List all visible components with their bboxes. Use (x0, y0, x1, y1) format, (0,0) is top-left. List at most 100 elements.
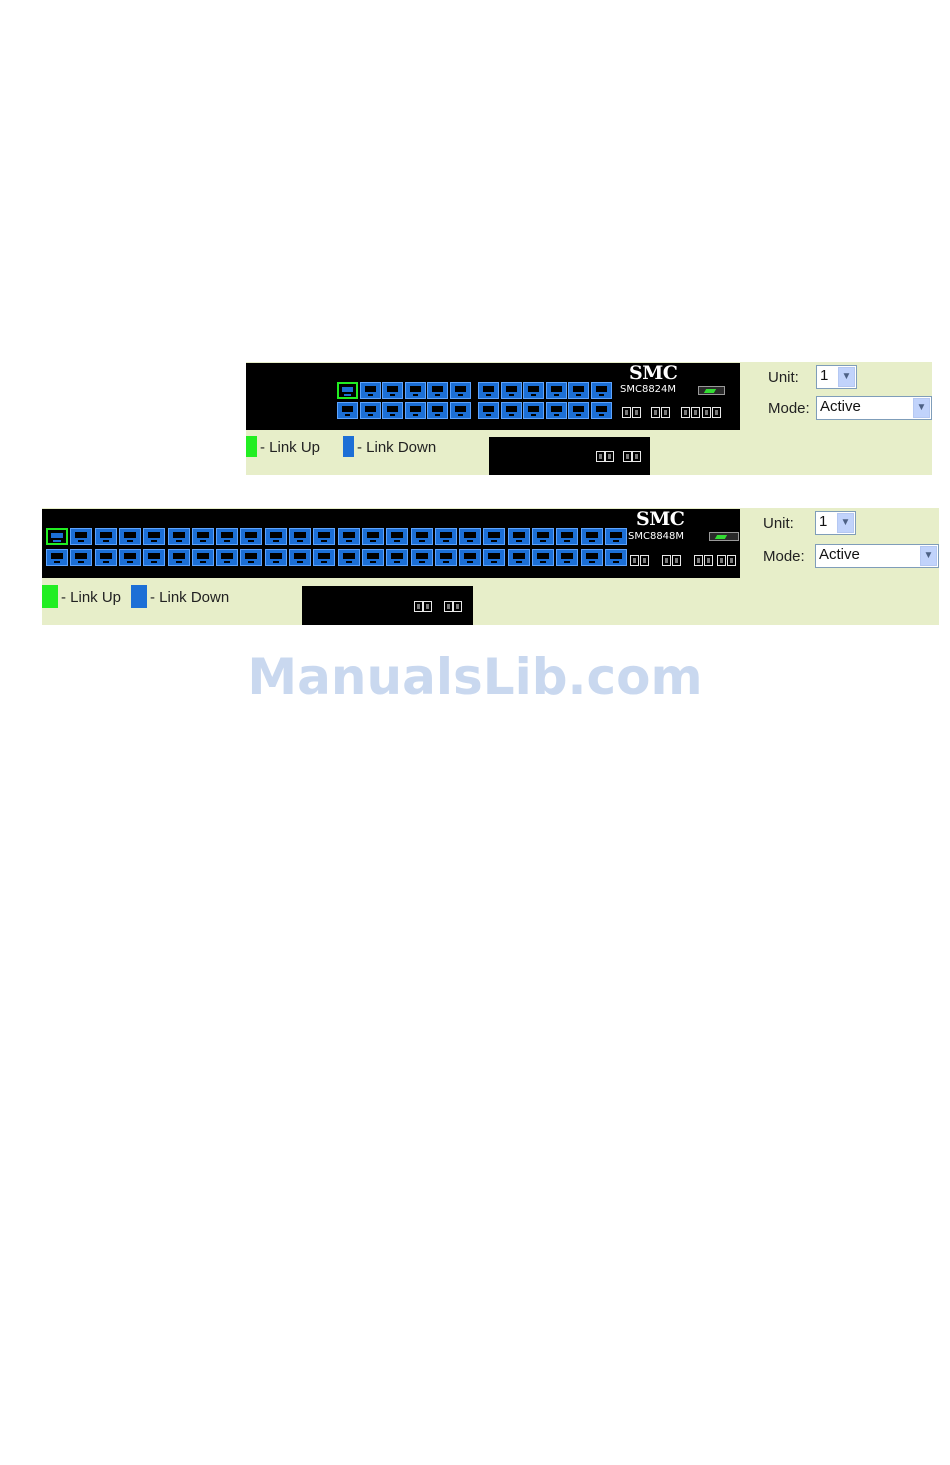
rj45-port-33[interactable] (435, 528, 457, 545)
rj45-port-3[interactable] (70, 528, 92, 545)
chevron-down-icon[interactable]: ▼ (913, 398, 930, 418)
rj45-port-3[interactable] (360, 382, 381, 399)
rj45-port-41[interactable] (532, 528, 554, 545)
rj45-port-1[interactable] (46, 528, 68, 545)
rj45-port-17[interactable] (523, 382, 544, 399)
rj45-port-8[interactable] (119, 549, 141, 566)
rj45-port-10[interactable] (427, 402, 448, 419)
rj45-port-14[interactable] (478, 402, 499, 419)
unit-select[interactable]: 1 ▼ (816, 365, 857, 389)
chevron-down-icon[interactable]: ▼ (920, 546, 937, 566)
mode-select[interactable]: Active ▼ (816, 396, 932, 420)
rj45-port-13[interactable] (478, 382, 499, 399)
rj45-port-23[interactable] (313, 528, 335, 545)
rj45-port-19[interactable] (546, 382, 567, 399)
rj45-port-24[interactable] (313, 549, 335, 566)
rj45-port-4[interactable] (70, 549, 92, 566)
sfp-port-icon[interactable] (681, 407, 690, 418)
sfp-port-icon[interactable] (622, 407, 631, 418)
rj45-port-18[interactable] (523, 402, 544, 419)
sfp-port-icon[interactable] (694, 555, 703, 566)
rj45-port-27[interactable] (362, 528, 384, 545)
rj45-port-47[interactable] (605, 528, 627, 545)
rj45-port-11[interactable] (168, 528, 190, 545)
rj45-port-15[interactable] (216, 528, 238, 545)
sfp-port-icon[interactable] (596, 451, 605, 462)
rj45-port-16[interactable] (216, 549, 238, 566)
sfp-port-icon[interactable] (632, 407, 641, 418)
rj45-port-19[interactable] (265, 528, 287, 545)
sfp-port-icon[interactable] (414, 601, 423, 612)
rj45-port-46[interactable] (581, 549, 603, 566)
rj45-port-38[interactable] (483, 549, 505, 566)
rj45-port-17[interactable] (240, 528, 262, 545)
rj45-port-10[interactable] (143, 549, 165, 566)
rj45-port-20[interactable] (265, 549, 287, 566)
rj45-port-22[interactable] (568, 402, 589, 419)
rj45-port-40[interactable] (508, 549, 530, 566)
sfp-port-icon[interactable] (727, 555, 736, 566)
rj45-port-45[interactable] (581, 528, 603, 545)
sfp-port-icon[interactable] (453, 601, 462, 612)
rj45-port-48[interactable] (605, 549, 627, 566)
rj45-port-18[interactable] (240, 549, 262, 566)
rj45-port-9[interactable] (427, 382, 448, 399)
rj45-port-6[interactable] (382, 402, 403, 419)
sfp-port-icon[interactable] (444, 601, 453, 612)
rj45-port-2[interactable] (337, 402, 358, 419)
sfp-port-icon[interactable] (623, 451, 632, 462)
rj45-port-7[interactable] (405, 382, 426, 399)
chevron-down-icon[interactable]: ▼ (837, 513, 854, 533)
rj45-port-22[interactable] (289, 549, 311, 566)
rj45-port-1[interactable] (337, 382, 358, 399)
rj45-port-13[interactable] (192, 528, 214, 545)
rj45-port-12[interactable] (450, 402, 471, 419)
chevron-down-icon[interactable]: ▼ (838, 367, 855, 387)
sfp-port-icon[interactable] (651, 407, 660, 418)
rj45-port-4[interactable] (360, 402, 381, 419)
rj45-port-6[interactable] (95, 549, 117, 566)
rj45-port-8[interactable] (405, 402, 426, 419)
rj45-port-24[interactable] (591, 402, 612, 419)
rj45-port-29[interactable] (386, 528, 408, 545)
rj45-port-43[interactable] (556, 528, 578, 545)
rj45-port-12[interactable] (168, 549, 190, 566)
mode-select[interactable]: Active ▼ (815, 544, 939, 568)
rj45-port-14[interactable] (192, 549, 214, 566)
sfp-port-icon[interactable] (702, 407, 711, 418)
rj45-port-34[interactable] (435, 549, 457, 566)
rj45-port-7[interactable] (119, 528, 141, 545)
sfp-port-icon[interactable] (691, 407, 700, 418)
rj45-port-30[interactable] (386, 549, 408, 566)
rj45-port-32[interactable] (411, 549, 433, 566)
rj45-port-23[interactable] (591, 382, 612, 399)
rj45-port-5[interactable] (382, 382, 403, 399)
rj45-port-26[interactable] (338, 549, 360, 566)
sfp-port-icon[interactable] (704, 555, 713, 566)
rj45-port-37[interactable] (483, 528, 505, 545)
rj45-port-28[interactable] (362, 549, 384, 566)
sfp-port-icon[interactable] (672, 555, 681, 566)
rj45-port-21[interactable] (568, 382, 589, 399)
rj45-port-31[interactable] (411, 528, 433, 545)
rj45-port-20[interactable] (546, 402, 567, 419)
rj45-port-15[interactable] (501, 382, 522, 399)
rj45-port-44[interactable] (556, 549, 578, 566)
sfp-port-icon[interactable] (632, 451, 641, 462)
rj45-port-36[interactable] (459, 549, 481, 566)
rj45-port-2[interactable] (46, 549, 68, 566)
sfp-port-icon[interactable] (662, 555, 671, 566)
rj45-port-9[interactable] (143, 528, 165, 545)
rj45-port-42[interactable] (532, 549, 554, 566)
rj45-port-16[interactable] (501, 402, 522, 419)
sfp-port-icon[interactable] (423, 601, 432, 612)
sfp-port-icon[interactable] (661, 407, 670, 418)
rj45-port-39[interactable] (508, 528, 530, 545)
unit-select[interactable]: 1 ▼ (815, 511, 856, 535)
rj45-port-5[interactable] (95, 528, 117, 545)
sfp-port-icon[interactable] (630, 555, 639, 566)
rj45-port-11[interactable] (450, 382, 471, 399)
sfp-port-icon[interactable] (717, 555, 726, 566)
sfp-port-icon[interactable] (712, 407, 721, 418)
rj45-port-25[interactable] (338, 528, 360, 545)
